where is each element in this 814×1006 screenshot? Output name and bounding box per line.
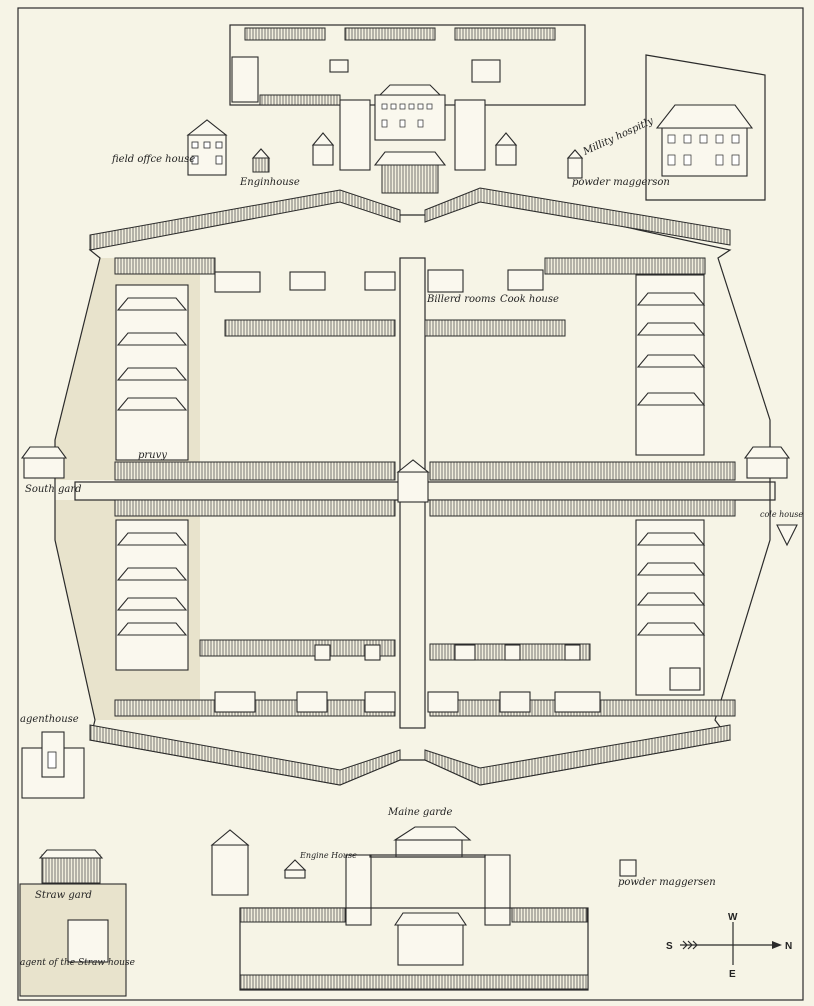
compass-east: E <box>729 969 736 980</box>
label-powder-magazine-top: powder maggerson <box>572 177 670 188</box>
barracks-right-upper <box>635 274 706 456</box>
small-houses-top <box>311 132 584 179</box>
central-guard-house <box>397 471 429 503</box>
officers-quarters <box>374 94 446 141</box>
compass-west: W <box>728 912 738 923</box>
bottom-compound: Maine garde Engine House powder maggerse… <box>210 807 716 991</box>
label-engine-house-bottom: Engine House <box>299 851 357 860</box>
label-military-hospital: Millity hospitly <box>581 116 656 159</box>
field-office-house: field offce house <box>111 119 228 176</box>
label-powder-magazine-bottom: powder maggersen <box>618 877 716 888</box>
label-south-guard: South gard <box>25 484 82 495</box>
label-coal-house: cole house <box>760 510 803 519</box>
label-privy: pruvy <box>138 450 167 461</box>
label-field-office-house: field offce house <box>111 154 195 165</box>
label-agent-straw-house: agent of the Straw house <box>20 958 135 968</box>
label-engine-house-top: Enginhouse <box>239 177 300 188</box>
compass-south: S <box>666 941 673 952</box>
agent-house: agenthouse <box>20 714 85 799</box>
label-main-guard: Maine garde <box>387 807 452 818</box>
barracks-left-upper <box>115 284 189 461</box>
barracks-right-lower <box>635 519 706 696</box>
compass-north: N <box>785 941 792 952</box>
inset-building-elevation <box>645 54 766 201</box>
fortress: Billerd rooms Cook house pruvy <box>54 187 776 786</box>
top-compound <box>229 24 586 194</box>
coal-house <box>776 524 798 547</box>
north-guard <box>743 446 791 479</box>
straw-guard: Straw gard agent of the Straw house <box>19 849 135 997</box>
engine-house-top: Enginhouse <box>239 148 300 188</box>
label-straw-guard: Straw gard <box>35 890 92 901</box>
label-cook-house: Cook house <box>500 294 559 305</box>
map-frame <box>17 7 804 1001</box>
compass-rose: S N W E <box>666 912 792 980</box>
barracks-left-lower <box>115 519 189 671</box>
label-agent-house: agenthouse <box>20 714 79 725</box>
label-billiard-rooms: Billerd rooms <box>426 294 496 305</box>
south-guard: South gard <box>20 446 82 495</box>
